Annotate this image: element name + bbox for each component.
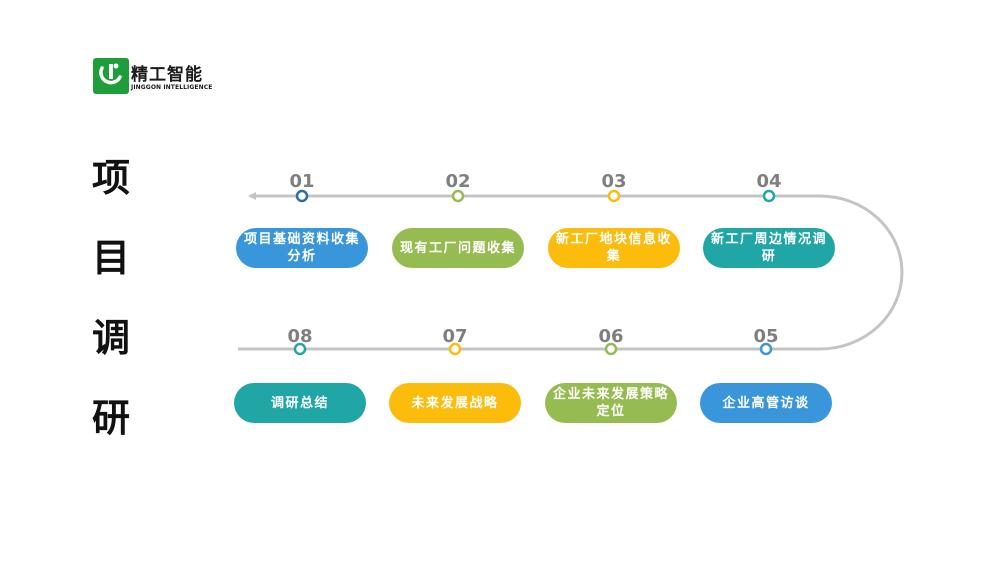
step-dot-07: [448, 342, 462, 356]
step-number-03: 03: [601, 171, 627, 192]
title-char: 目: [91, 236, 130, 280]
step-label-06: 企业未来发展策略定位: [545, 383, 677, 423]
step-number-04: 04: [756, 171, 782, 192]
title-char: 研: [91, 396, 130, 440]
step-dot-08: [293, 342, 307, 356]
step-number-01: 01: [289, 171, 315, 192]
brand-logo: 精工智能 JINGGON INTELLIGENCE: [93, 58, 223, 98]
logo-mark-icon: [93, 58, 129, 94]
track-arrow-icon: [248, 192, 256, 200]
step-dot-04: [762, 189, 776, 203]
step-number-06: 06: [598, 326, 624, 347]
step-label-02: 现有工厂问题收集: [392, 228, 524, 268]
step-number-08: 08: [287, 326, 313, 347]
step-label-07: 未来发展战略: [389, 383, 521, 423]
title-char: 调: [91, 316, 130, 360]
step-label-04: 新工厂周边情况调研: [703, 228, 835, 268]
step-number-07: 07: [442, 326, 468, 347]
step-label-03: 新工厂地块信息收集: [548, 228, 680, 268]
logo-brand-subtitle: JINGGON INTELLIGENCE: [131, 84, 213, 91]
step-dot-03: [607, 189, 621, 203]
title-char: 项: [91, 156, 130, 200]
track-line: [238, 194, 904, 351]
logo-brand-name: 精工智能: [131, 65, 203, 85]
step-number-02: 02: [445, 171, 471, 192]
step-label-01: 项目基础资料收集分析: [236, 228, 368, 268]
step-dot-06: [604, 342, 618, 356]
step-label-08: 调研总结: [234, 383, 366, 423]
step-dot-02: [451, 189, 465, 203]
step-number-05: 05: [753, 326, 779, 347]
page-title: 项 目 调 研: [86, 148, 136, 468]
step-label-05: 企业高管访谈: [700, 383, 832, 423]
step-dot-05: [759, 342, 773, 356]
step-dot-01: [295, 189, 309, 203]
